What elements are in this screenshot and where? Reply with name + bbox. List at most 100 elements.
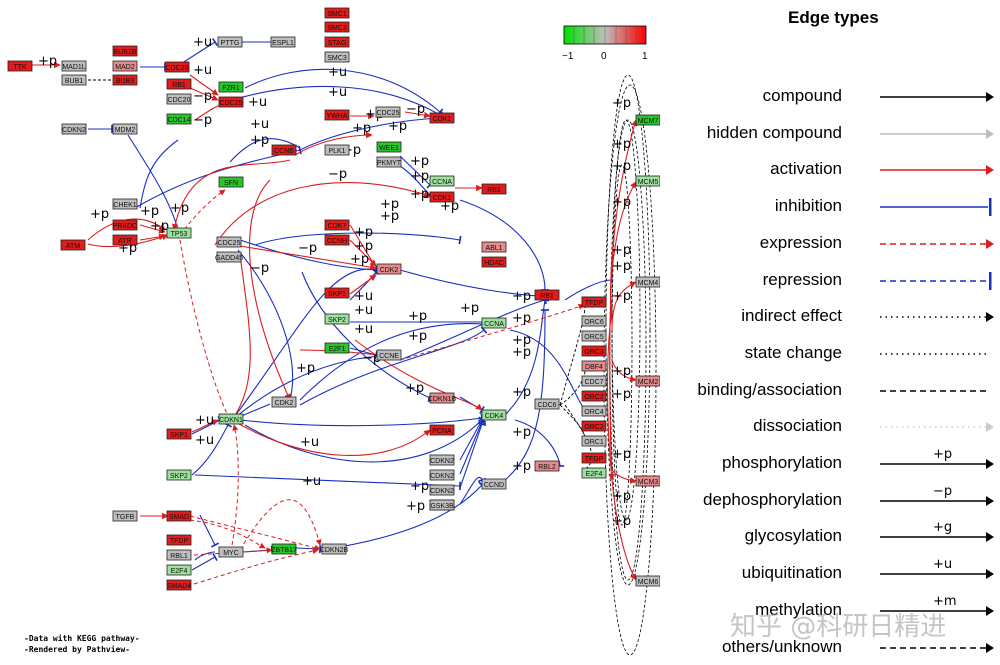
edge-label: +p [612, 259, 631, 274]
gene-node-label: CDC25 [220, 100, 243, 107]
legend-item-label: indirect effect [741, 306, 842, 326]
gene-node-label: CDKN2 [62, 127, 86, 134]
gene-node-box [635, 475, 660, 487]
gene-node-orc2: ORC2 [581, 390, 607, 402]
legend-item-tag: +m [933, 596, 957, 609]
edge-label: +u [328, 65, 347, 80]
gene-node-cdc20: CDC20 [164, 61, 190, 73]
legend-line-sample [880, 642, 994, 653]
edge-label: +p [410, 187, 429, 202]
edge-label: +p [512, 385, 531, 400]
activation-edges [32, 61, 638, 581]
gene-node-label: CDKN2 [430, 458, 454, 465]
gene-node-skp2a: SKP2 [324, 313, 350, 325]
gene-node-box [429, 469, 455, 481]
gene-node-box [112, 60, 138, 72]
gene-node-label: CDK2 [380, 267, 399, 274]
gene-node-smc3: SMC3 [324, 21, 350, 33]
gene-node-label: CDKN2B [320, 547, 349, 554]
legend-item-label: binding/association [697, 379, 842, 399]
gene-node-label: WEE1 [379, 145, 399, 152]
gene-node-skp2b: SKP2 [166, 469, 192, 481]
gene-node-rb1a: RB1 [166, 78, 192, 90]
gene-node-label: ORC3 [584, 349, 604, 356]
edge-label: +p [512, 459, 531, 474]
gene-node-box [375, 106, 401, 118]
legend-item-label: dissociation [753, 416, 842, 436]
gene-node-box [581, 405, 607, 417]
gene-node-label: ORC5 [584, 334, 604, 341]
gene-node-mcm6: MCM6 [635, 575, 660, 587]
gene-node-cdc7: CDC7 [581, 375, 607, 387]
edge-label: −p [406, 102, 425, 117]
edge-label: −p [193, 113, 212, 128]
gene-node-label: MDM2 [115, 127, 136, 134]
watermark: 知乎 @科研日精进 [730, 612, 947, 642]
gene-node-box [635, 114, 660, 126]
gene-node-label: TGFB [116, 514, 135, 521]
color-key-tick-mid: 0 [601, 51, 607, 62]
edge-label: +u [354, 303, 373, 318]
gene-node-ccna2: CCNA [481, 317, 507, 329]
edge-label: +u [193, 63, 212, 78]
legend-item-label: hidden compound [706, 122, 842, 142]
gene-node-box [635, 575, 660, 587]
gene-node-label: ESPL1 [272, 40, 294, 47]
legend-item-tag: −p [933, 486, 952, 499]
legend-line-sample [880, 271, 992, 290]
gene-node-label: ATM [66, 243, 80, 250]
legend-item-expression: expression [660, 229, 1000, 259]
gene-node-box [166, 579, 192, 591]
gene-node-label: BUB3 [116, 78, 134, 85]
gene-node-box [271, 543, 297, 555]
gene-node-box [429, 392, 455, 404]
gene-node-box [112, 198, 138, 210]
gene-node-box [218, 81, 244, 93]
gene-node-label: RBL1 [170, 553, 188, 560]
edge-label: −p [193, 89, 212, 104]
gene-node-label: CDC6 [537, 402, 556, 409]
gene-node-cdc25c: CDC25 [216, 236, 242, 248]
gene-node-cdk4: CDK4 [481, 409, 507, 421]
gene-node-label: MYC [223, 550, 239, 557]
gene-node-box [166, 227, 192, 239]
gene-node-box [534, 460, 560, 472]
gene-node-box [218, 176, 244, 188]
gene-node-bub1: BUB1 [61, 74, 87, 86]
gene-node-label: GSK3B [430, 503, 454, 510]
edge-label: +p [410, 154, 429, 169]
gene-node-label: ZBTB17 [271, 547, 297, 554]
gene-node-label: CDC7 [584, 379, 603, 386]
legend-item-compound: compound [660, 82, 1000, 112]
gene-node-box [324, 21, 350, 33]
gene-node-bub1b: BUB1B [112, 45, 138, 57]
edge-label: +p [90, 207, 109, 222]
gene-node-orc1: ORC1 [581, 435, 607, 447]
gene-node-label: ORC1 [584, 439, 604, 446]
gene-node-label: CDKN2 [430, 488, 454, 495]
edge-label: +p [354, 225, 373, 240]
legend-item-repression: repression [660, 266, 1000, 296]
gene-node-stag: STAG [324, 36, 350, 48]
gene-node-chek1: CHEK1 [112, 198, 138, 210]
gene-node-box [481, 256, 507, 268]
gene-node-box [429, 112, 455, 124]
gene-node-box [376, 141, 402, 153]
gene-node-box [112, 510, 138, 522]
gene-node-cdc25b: CDC25 [375, 106, 401, 118]
legend-item-methylation: methylation+m [660, 596, 1000, 626]
gene-node-box [481, 317, 507, 329]
gene-node-cdc25a: CDC25 [218, 96, 244, 108]
edge-label: +p [460, 301, 479, 316]
gene-node-box [112, 219, 138, 231]
gene-node-cdkn2e: CDKN2B [320, 543, 349, 555]
gene-node-smad4: SMAD4 [166, 579, 192, 591]
gene-node-zbtb17: ZBTB17 [271, 543, 297, 555]
gene-node-tfdp2: TFDP [166, 534, 192, 546]
gene-node-box [166, 510, 192, 522]
gene-node-label: PRKDC [113, 223, 138, 230]
legend-item-others-unknown: others/unknown [660, 633, 1000, 663]
gene-node-label: CCND [484, 482, 504, 489]
gene-node-label: CCNB [274, 148, 294, 155]
